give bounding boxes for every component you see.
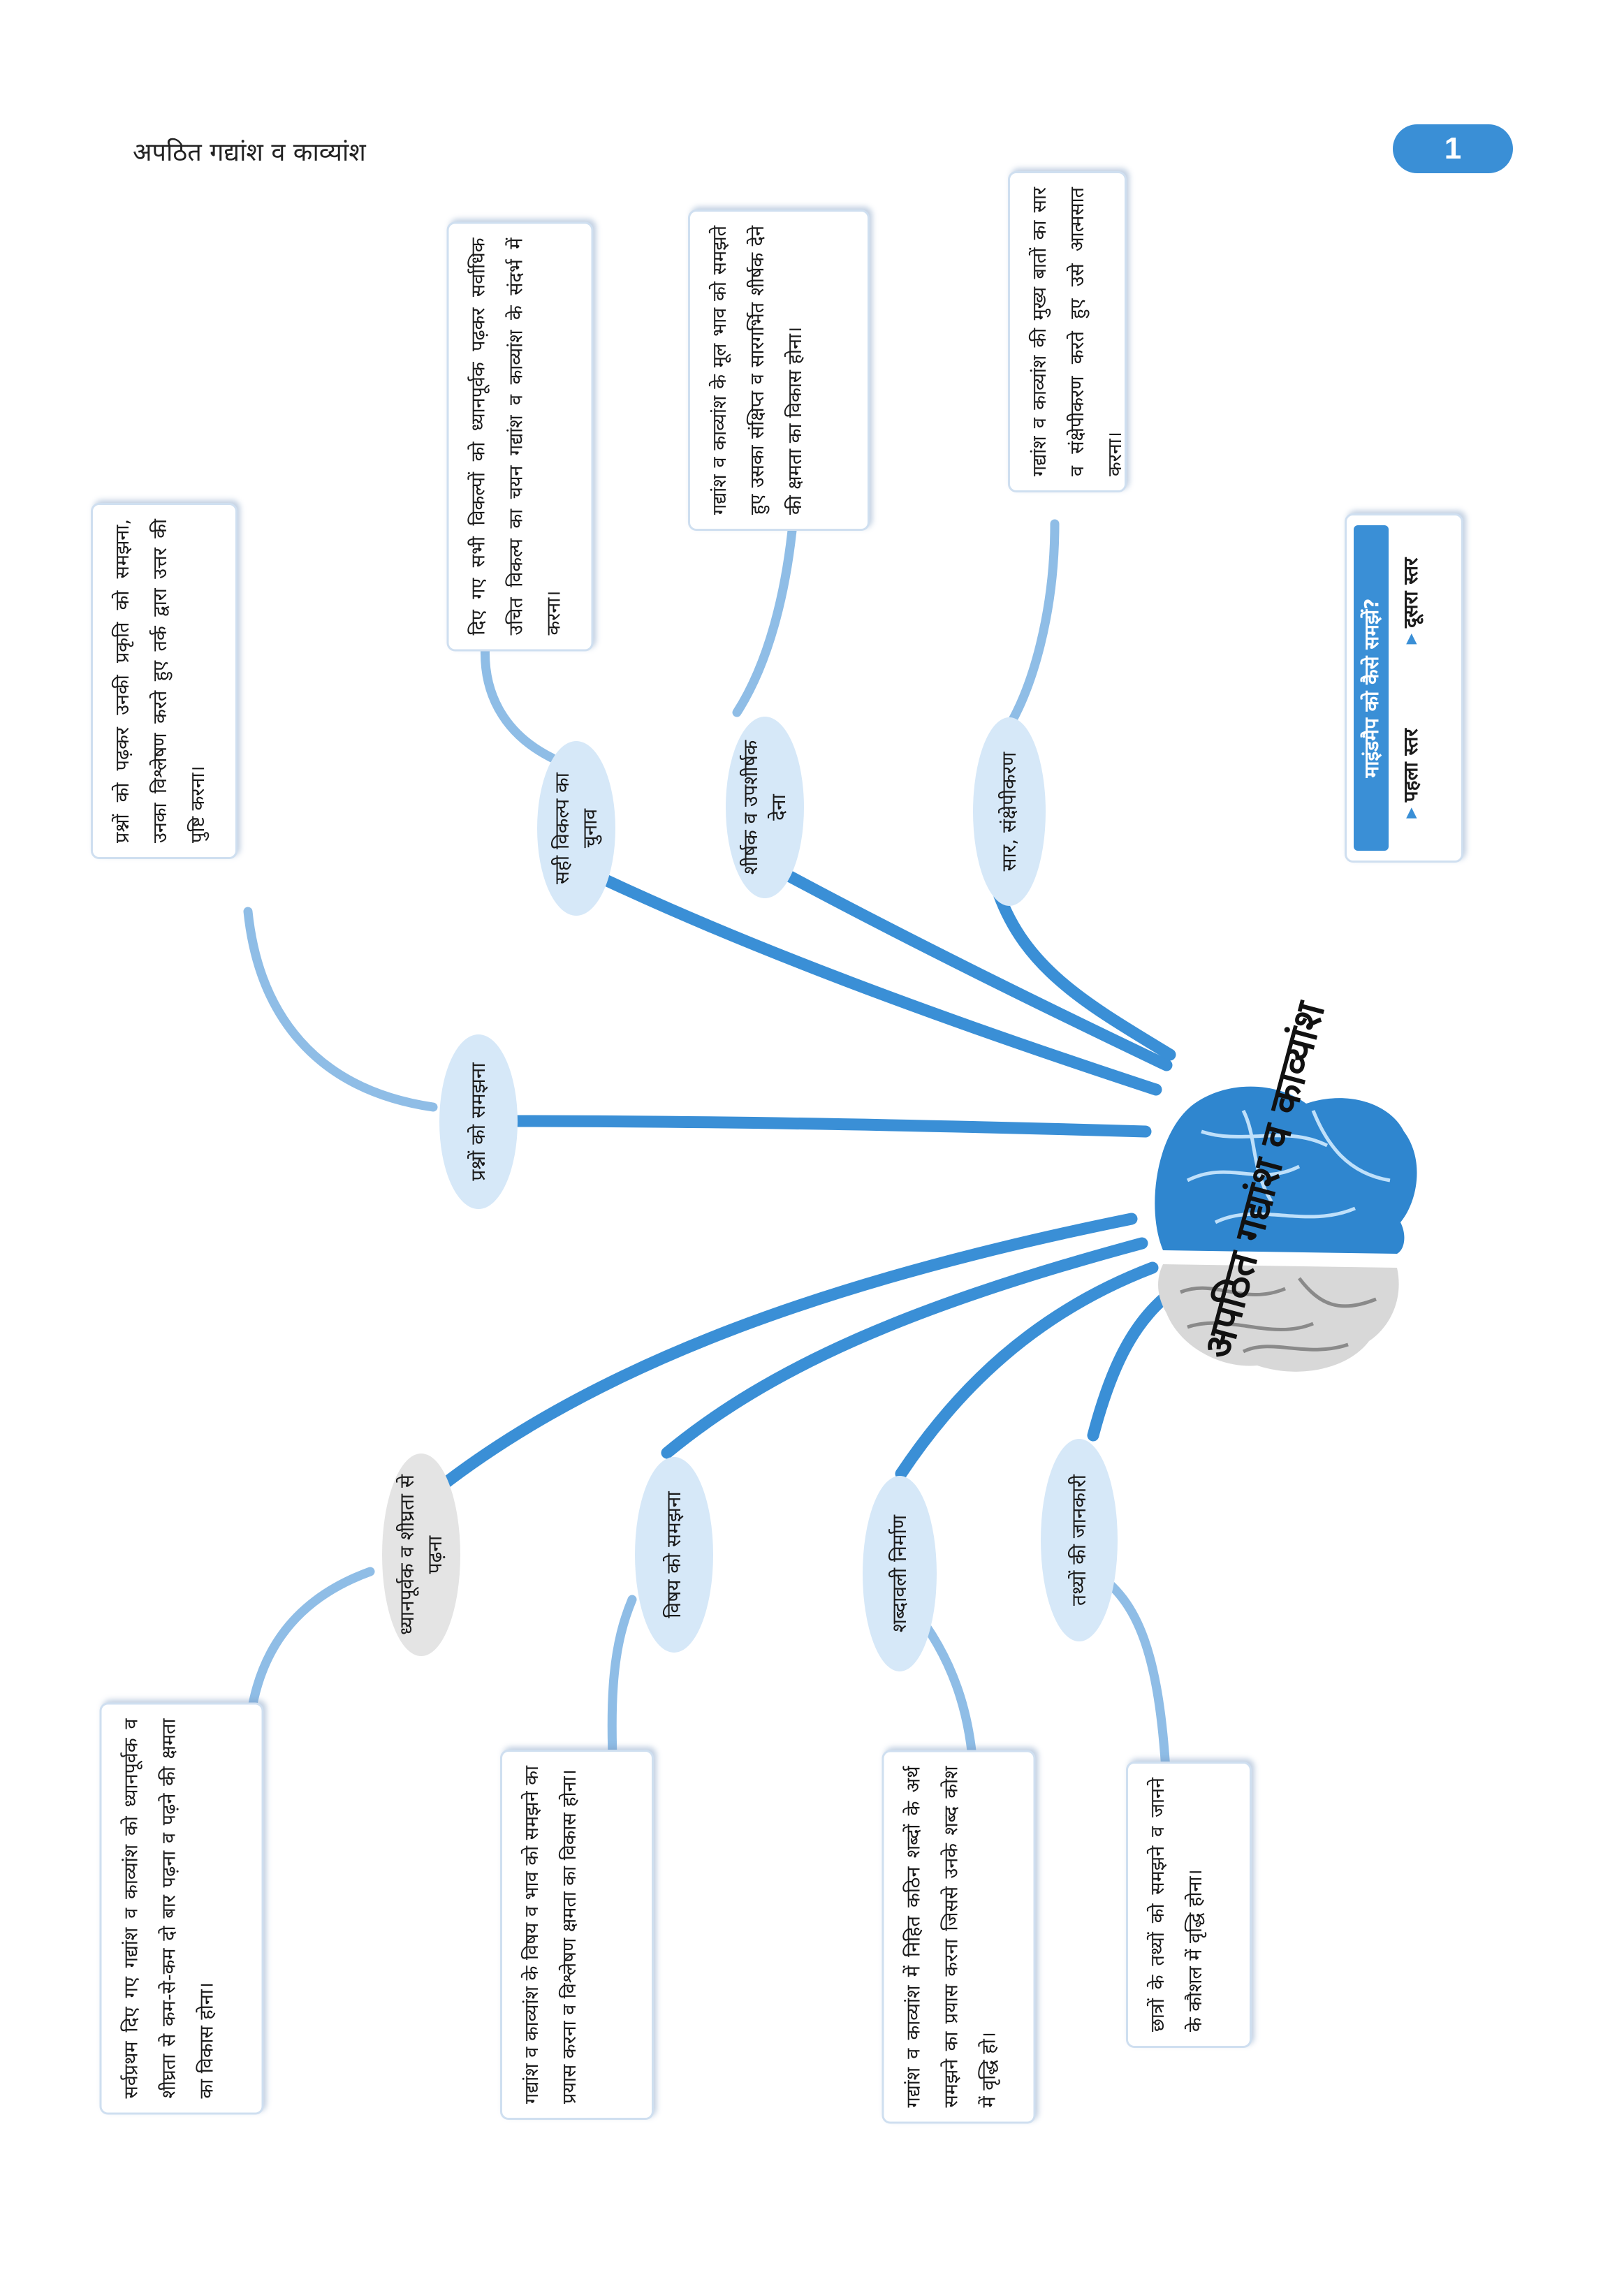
connector-center-vocab	[895, 1261, 1159, 1480]
desc-box-facts: छात्रों के तथ्यों को समझने व जानने के कौ…	[1126, 1762, 1252, 2048]
desc-reading-text: सर्वप्रथम दिए गए गद्यांश व काव्यांश को ध…	[120, 1718, 218, 2099]
page-number-badge: 1	[1393, 124, 1513, 173]
legend-level2: ▶ दूसरा स्तर	[1397, 557, 1424, 644]
node-subject: विषय को समझना	[635, 1457, 713, 1653]
desc-box-title: गद्यांश व काव्यांश के मूल भाव को समझते ह…	[688, 210, 870, 531]
node-facts: तथ्यों की जानकारी	[1041, 1439, 1118, 1641]
connector-reading-desc	[243, 1567, 375, 1751]
connector-choice-desc	[480, 638, 557, 763]
desc-box-vocab: गद्यांश व काव्यांश में निहित कठिन शब्दों…	[882, 1750, 1036, 2124]
desc-facts-text: छात्रों के तथ्यों को समझने व जानने के कौ…	[1147, 1778, 1206, 2032]
desc-questions-text: प्रश्नों को पढ़कर उनकी प्रकृति को समझना,…	[112, 519, 209, 843]
connector-center-reading	[420, 1213, 1138, 1505]
node-summary-label: सार, संक्षेपीकरण	[997, 752, 1021, 872]
node-facts-label: तथ्यों की जानकारी	[1067, 1474, 1090, 1606]
desc-box-reading: सर्वप्रथम दिए गए गद्यांश व काव्यांश को ध…	[99, 1702, 264, 2115]
node-reading-label: ध्यानपूर्वक व शीघ्रता से पढ़ना	[395, 1474, 446, 1635]
node-summary: सार, संक्षेपीकरण	[973, 717, 1046, 906]
desc-title-text: गद्यांश व काव्यांश के मूल भाव को समझते ह…	[709, 226, 806, 515]
connector-summary-desc	[997, 519, 1060, 742]
desc-box-choice: दिए गए सभी विकल्पों को ध्यानपूर्वक पढ़कर…	[446, 221, 594, 652]
desc-box-summary: गद्यांश व काव्यांश की मुख्य बातों का सार…	[1008, 171, 1127, 492]
page-header-title: अपठित गद्यांश व काव्यांश	[133, 138, 366, 167]
desc-summary-text: गद्यांश व काव्यांश की मुख्य बातों का सार…	[1029, 187, 1126, 476]
node-title-label: शीर्षक व उपशीर्षक देना	[739, 740, 790, 875]
connector-center-summary	[993, 888, 1176, 1061]
node-title: शीर्षक व उपशीर्षक देना	[726, 717, 804, 898]
legend-level1-marker-icon: ▶	[1402, 807, 1419, 819]
brain-icon	[1155, 1086, 1417, 1372]
legend-level2-label: दूसरा स्तर	[1399, 557, 1422, 628]
connector-title-desc	[732, 519, 798, 717]
legend-level1-label: पहला स्तर	[1399, 729, 1422, 803]
node-reading: ध्यानपूर्वक व शीघ्रता से पढ़ना	[382, 1454, 460, 1656]
desc-box-questions: प्रश्नों को पढ़कर उनकी प्रकृति को समझना,…	[91, 503, 237, 859]
connector-center-choice	[563, 856, 1162, 1096]
node-vocab-label: शब्दावली निर्माण	[888, 1514, 911, 1633]
legend-heading: माइंडमैप को कैसे समझें?	[1354, 525, 1389, 851]
desc-box-subject: गद्यांश व काव्यांश के विषय व भाव को समझन…	[500, 1750, 654, 2120]
connector-center-subject	[661, 1237, 1148, 1459]
connector-center-facts	[1087, 1293, 1169, 1442]
desc-subject-text: गद्यांश व काव्यांश के विषय व भाव को समझन…	[521, 1766, 580, 2104]
connector-questions-desc	[243, 907, 438, 1112]
node-vocab: शब्दावली निर्माण	[863, 1476, 937, 1671]
node-questions-label: प्रश्नों को समझना	[467, 1062, 490, 1181]
node-choice-label: सही विकल्प का चुनाव	[550, 773, 601, 884]
desc-vocab-text: गद्यांश व काव्यांश में निहित कठिन शब्दों…	[902, 1766, 1000, 2108]
legend-box: माइंडमैप को कैसे समझें? ▶ पहला स्तर ▶ दू…	[1345, 513, 1463, 863]
legend-level1: ▶ पहला स्तर	[1397, 729, 1424, 818]
desc-choice-text: दिए गए सभी विकल्पों को ध्यानपूर्वक पढ़कर…	[467, 237, 565, 636]
node-choice: सही विकल्प का चुनाव	[537, 741, 615, 916]
node-questions: प्रश्नों को समझना	[439, 1034, 518, 1209]
node-subject-label: विषय को समझना	[662, 1491, 685, 1618]
connector-center-questions	[497, 1115, 1152, 1138]
connector-center-title	[752, 853, 1173, 1071]
legend-level2-marker-icon: ▶	[1402, 633, 1419, 645]
